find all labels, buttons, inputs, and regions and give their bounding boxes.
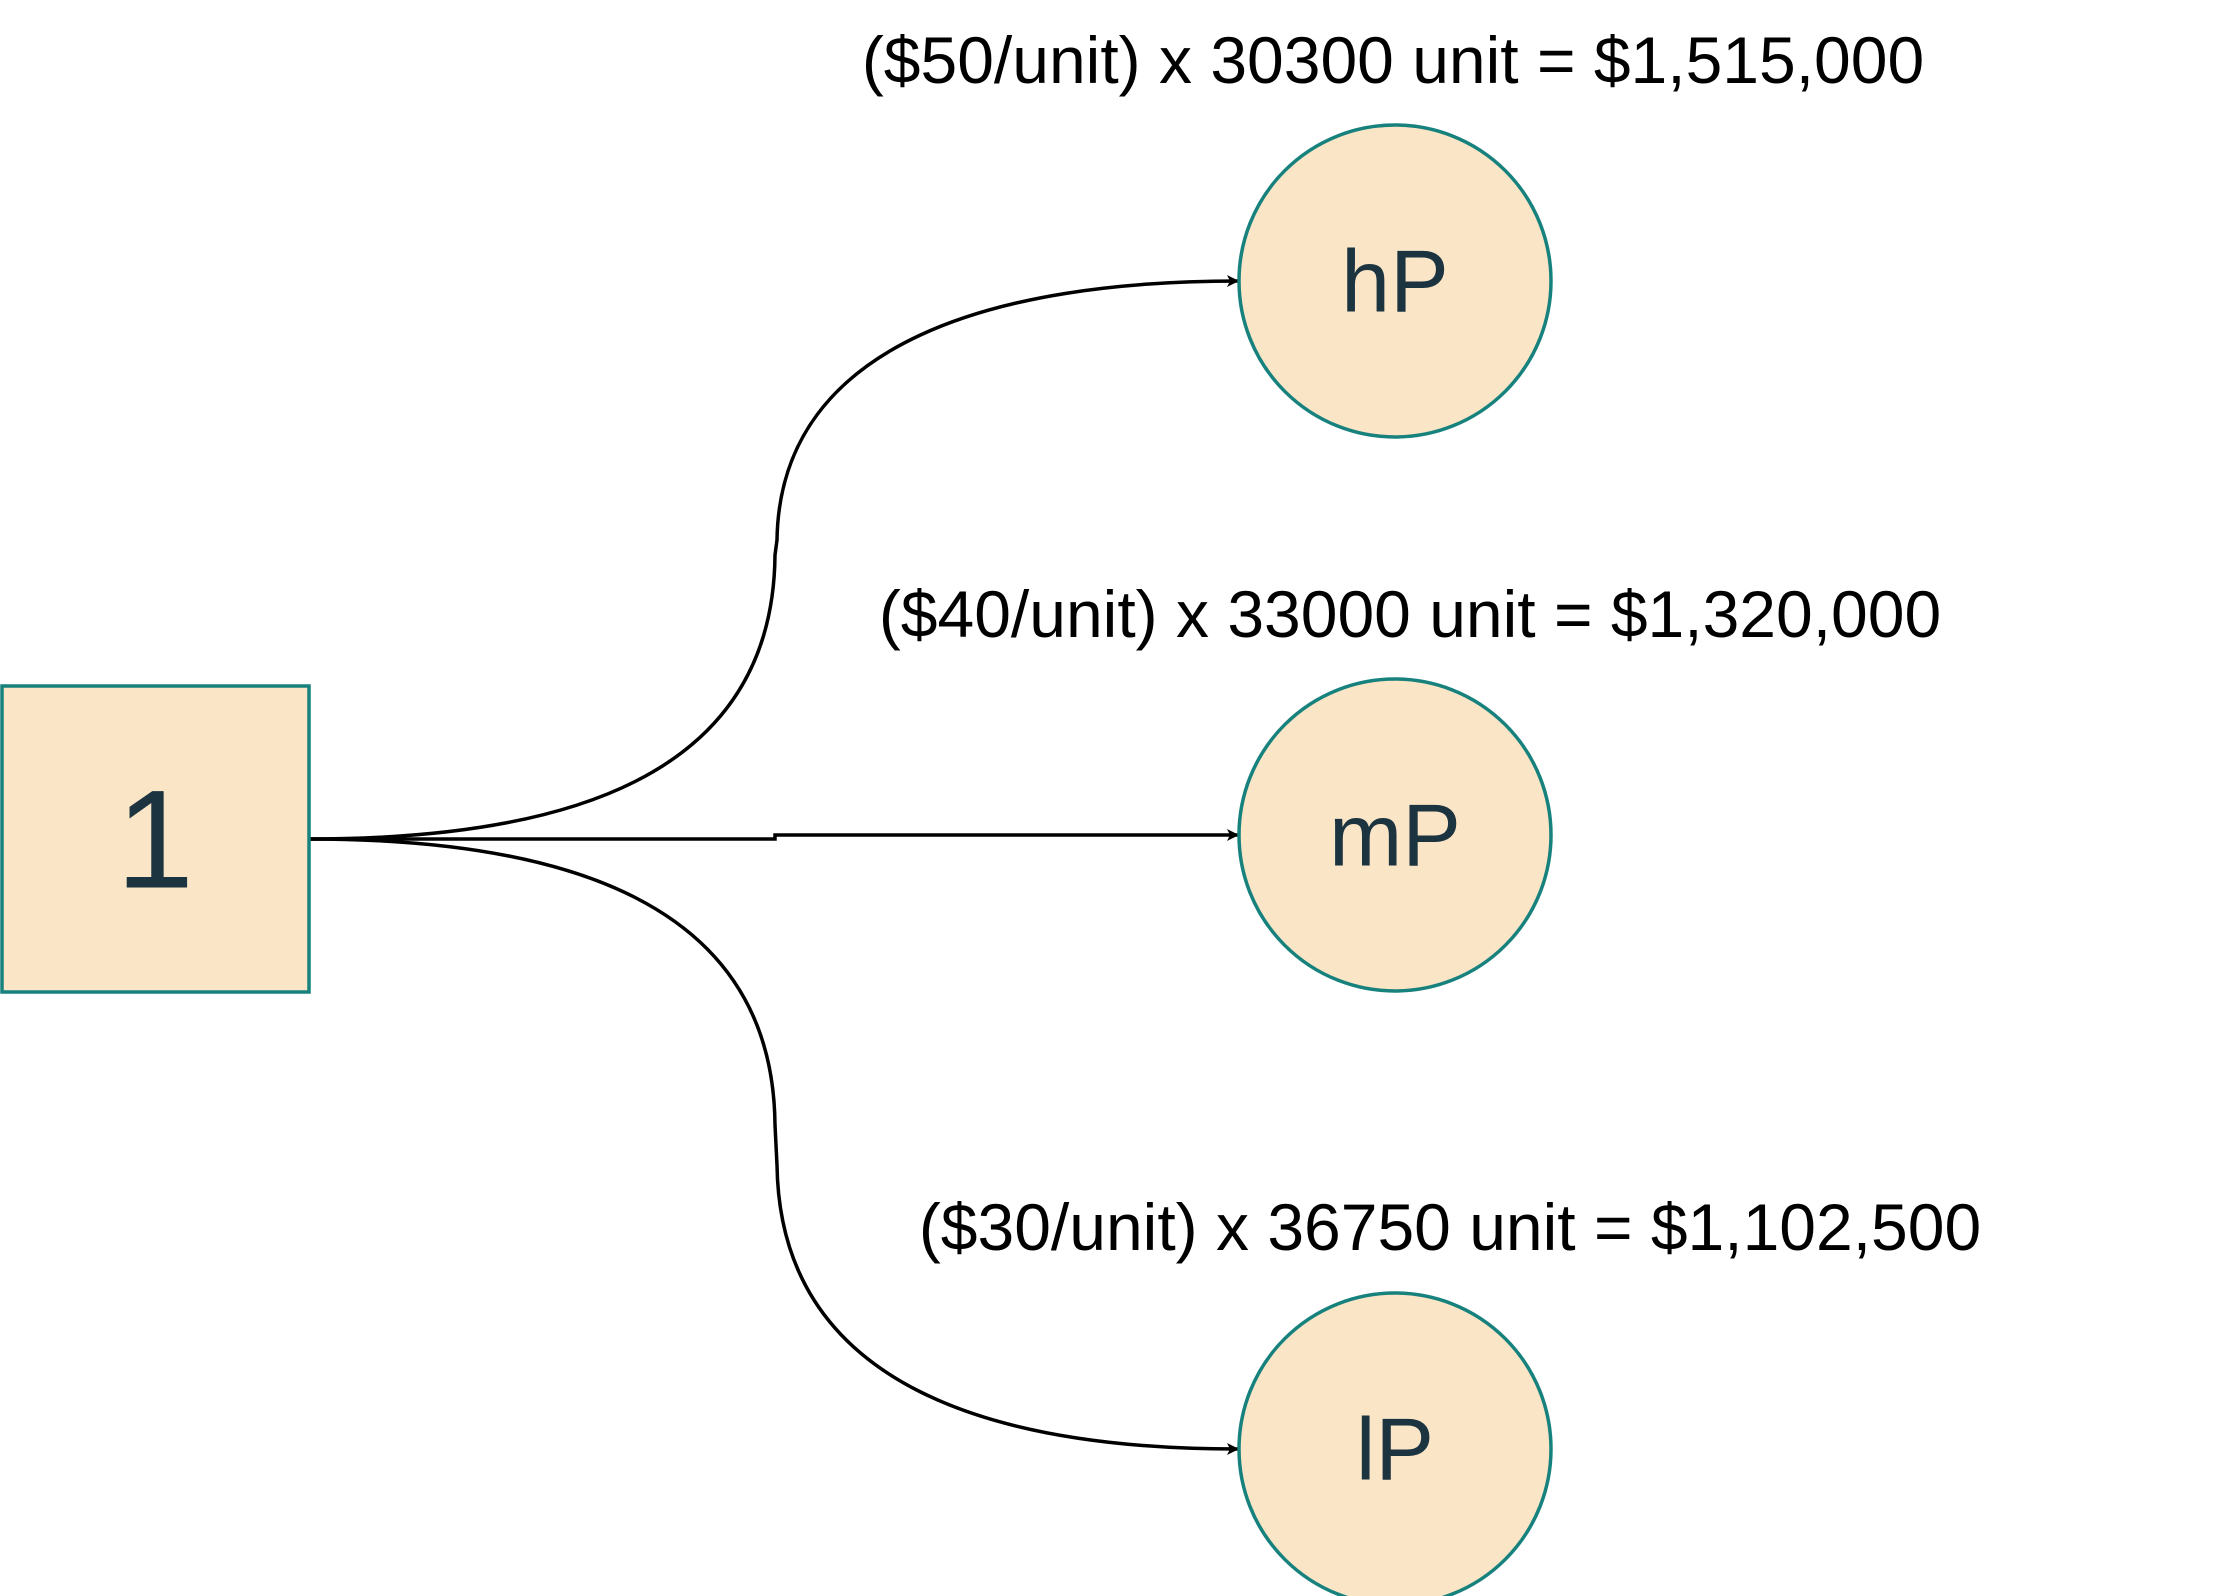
edge-to-mp bbox=[309, 829, 1239, 841]
target-node-hp-label: hP bbox=[1341, 232, 1449, 331]
target-node-mp bbox=[1237, 677, 1553, 993]
formula-label-mp: ($40/unit) x 33000 unit = $1,320,000 bbox=[879, 577, 1941, 651]
target-node-lp bbox=[1237, 1291, 1553, 1596]
formula-label-lp: ($30/unit) x 36750 unit = $1,102,500 bbox=[919, 1190, 1981, 1264]
target-node-mp-label: mP bbox=[1329, 786, 1461, 885]
target-node-lp-label: lP bbox=[1356, 1400, 1434, 1499]
source-node bbox=[0, 684, 311, 994]
edge-to-hp bbox=[308, 275, 1239, 841]
formula-label-hp: ($50/unit) x 30300 unit = $1,515,000 bbox=[862, 23, 1924, 97]
edge-to-lp bbox=[308, 837, 1239, 1455]
target-node-hp bbox=[1237, 123, 1553, 439]
source-node-label: 1 bbox=[116, 761, 194, 918]
